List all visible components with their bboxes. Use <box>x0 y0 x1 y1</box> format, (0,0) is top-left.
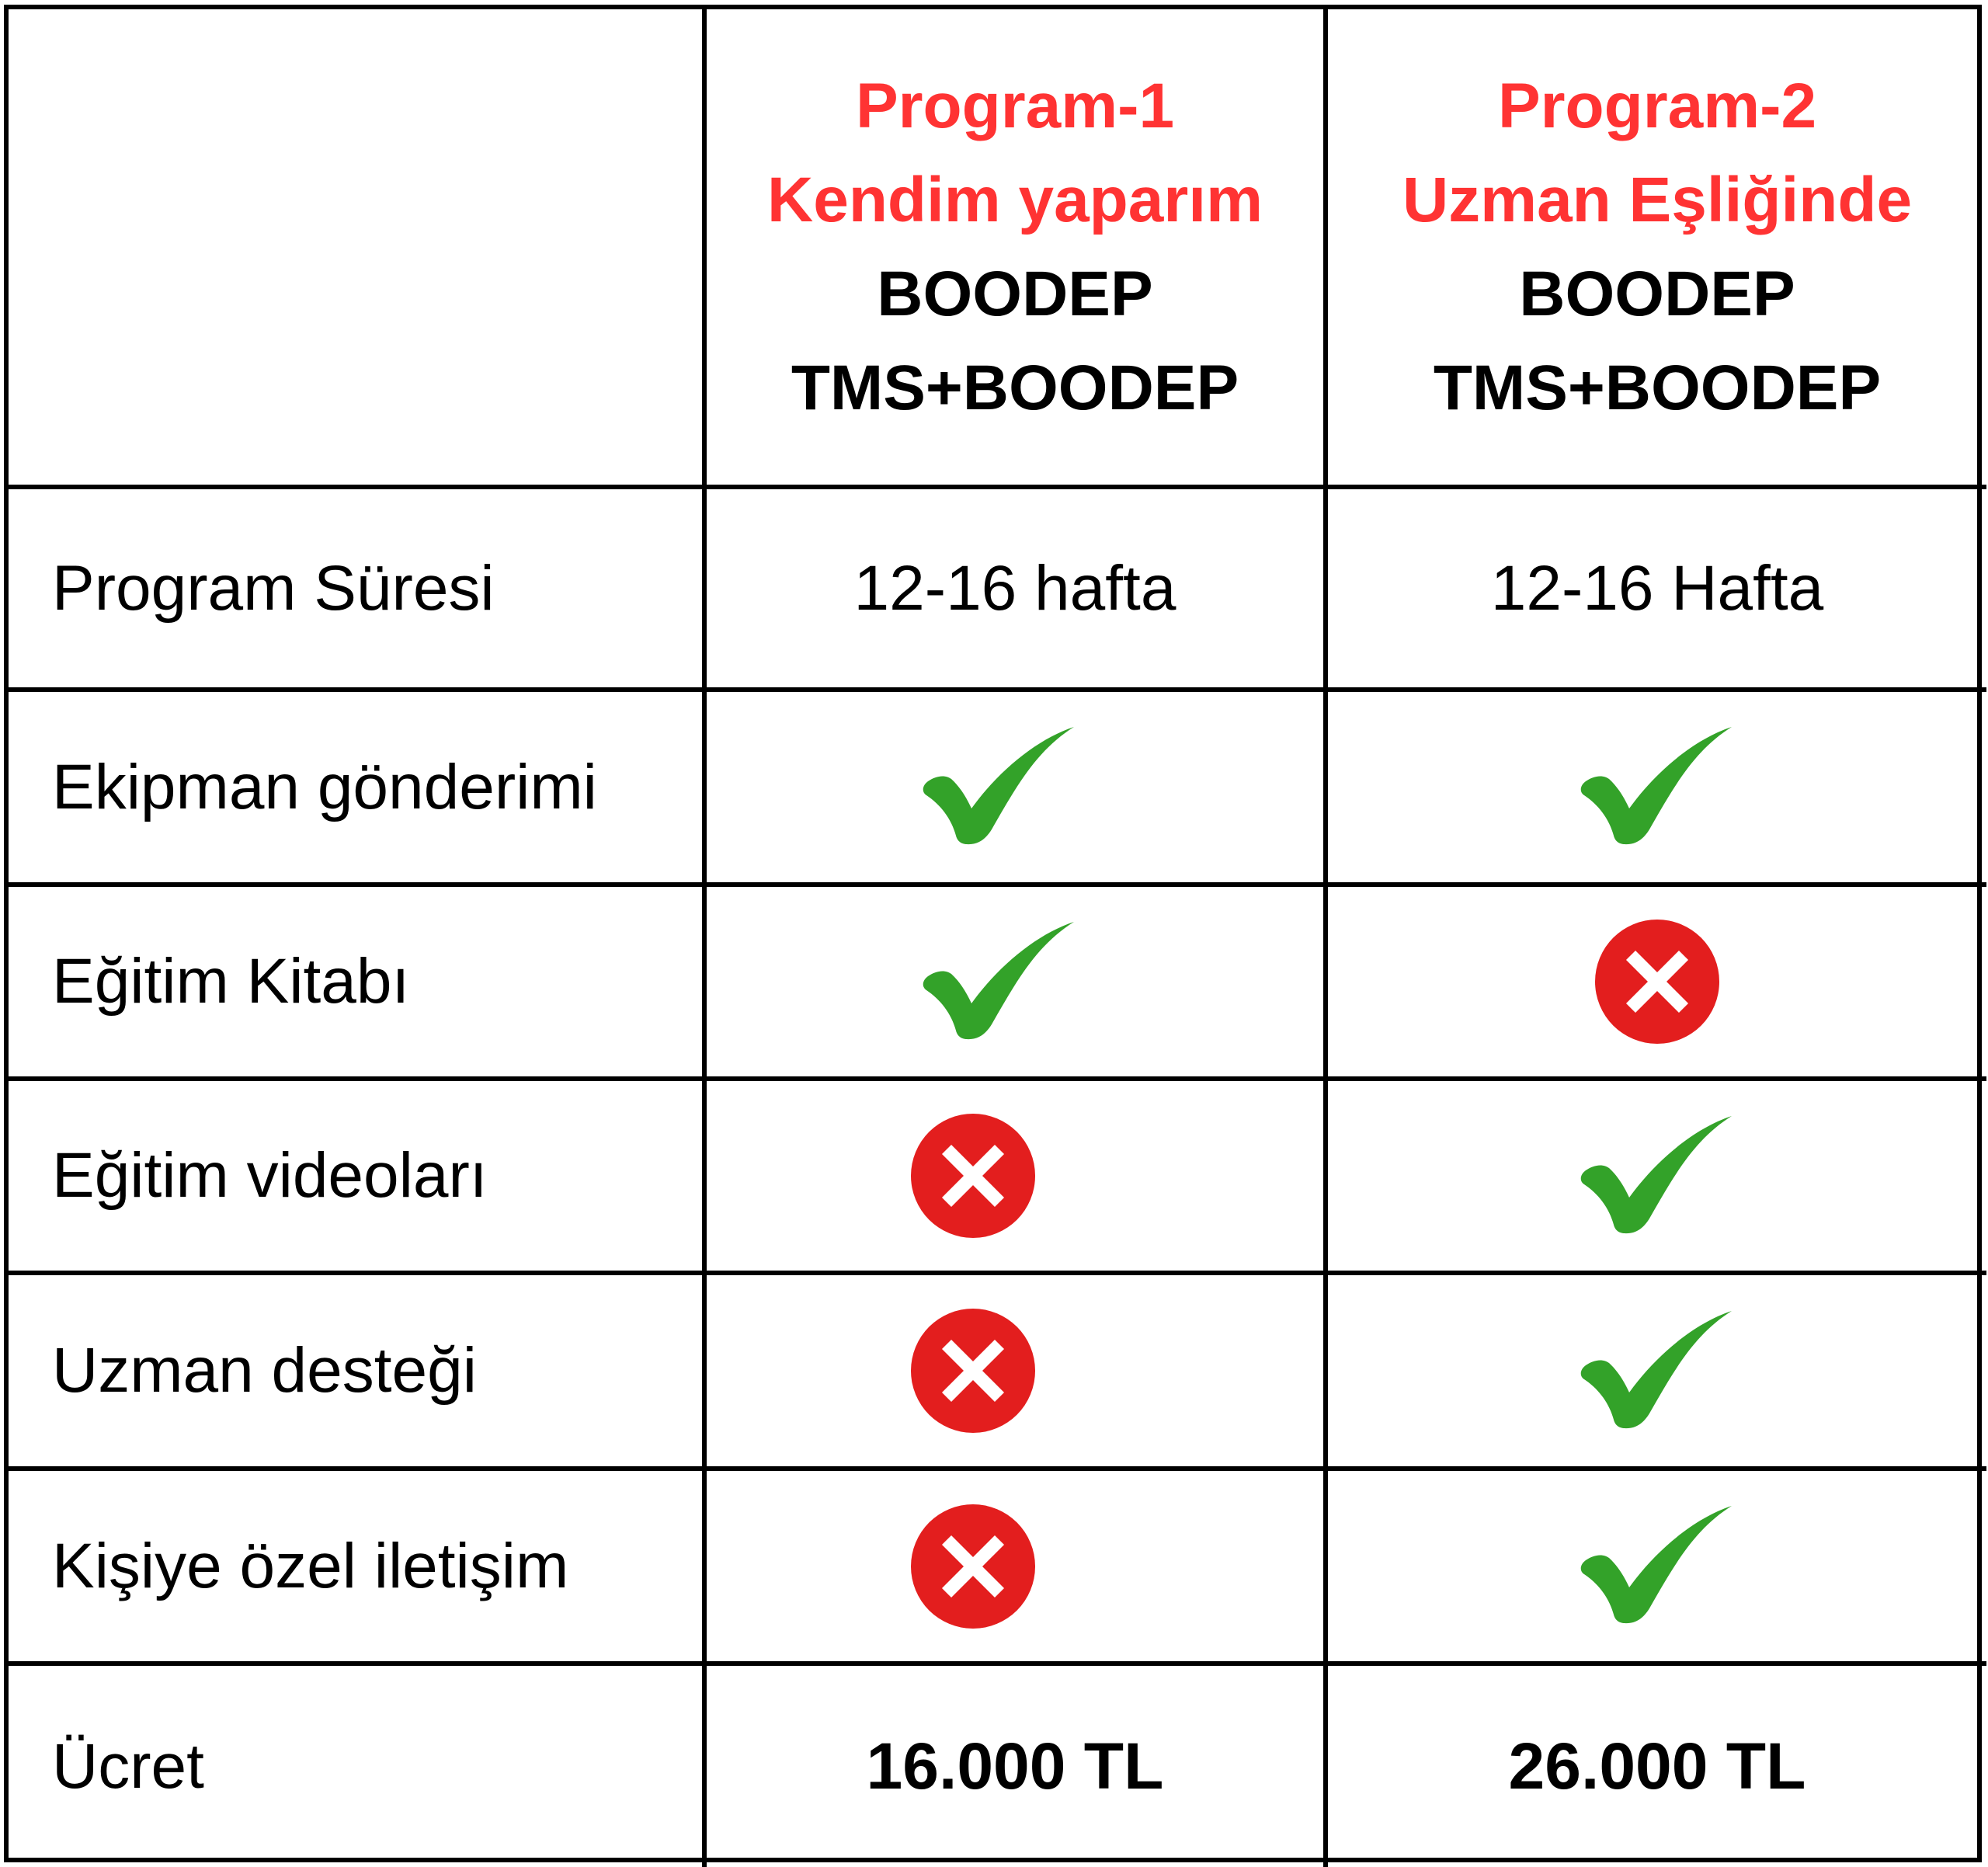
cell-program-2 <box>1328 1275 1986 1471</box>
row-label: Ücret <box>9 1666 707 1867</box>
comparison-table: Program-1 Kendim yaparım BOODEP TMS+BOOD… <box>4 5 1986 1867</box>
cross-icon <box>911 1114 1035 1238</box>
check-icon <box>923 727 1074 845</box>
cell-program-1 <box>707 1275 1328 1471</box>
program-1-line4: TMS+BOODEP <box>791 353 1239 423</box>
row-label: Eğitim videoları <box>9 1081 707 1275</box>
duration-value: 12-16 hafta <box>853 552 1176 624</box>
duration-value: 12-16 Hafta <box>1490 552 1824 624</box>
program-1-title: Program-1 <box>855 71 1175 141</box>
header-empty-cell <box>9 9 707 489</box>
cross-icon <box>911 1504 1035 1629</box>
cell-program-2: 26.000 TL <box>1328 1666 1986 1867</box>
program-2-subtitle: Uzman Eşliğinde <box>1402 165 1913 235</box>
cell-program-2 <box>1328 887 1986 1081</box>
cell-program-1 <box>707 887 1328 1081</box>
row-label: Uzman desteği <box>9 1275 707 1471</box>
price-value: 26.000 TL <box>1508 1730 1806 1803</box>
program-1-line3: BOODEP <box>877 259 1153 329</box>
cell-program-2 <box>1328 1471 1986 1666</box>
cell-program-1 <box>707 1471 1328 1666</box>
cell-program-1 <box>707 1081 1328 1275</box>
cell-program-1 <box>707 692 1328 887</box>
program-2-line4: TMS+BOODEP <box>1433 353 1882 423</box>
check-icon <box>923 921 1074 1039</box>
row-label: Eğitim Kitabı <box>9 887 707 1081</box>
check-icon <box>1580 1115 1732 1233</box>
cell-program-2: 12-16 Hafta <box>1328 489 1986 692</box>
cross-icon <box>1595 920 1719 1044</box>
row-label: Ekipman gönderimi <box>9 692 707 887</box>
header-program-2: Program-2 Uzman Eşliğinde BOODEP TMS+BOO… <box>1328 9 1986 489</box>
header-program-1: Program-1 Kendim yaparım BOODEP TMS+BOOD… <box>707 9 1328 489</box>
cell-program-1: 12-16 hafta <box>707 489 1328 692</box>
check-icon <box>1580 1310 1732 1428</box>
program-2-line3: BOODEP <box>1519 259 1795 329</box>
price-value: 16.000 TL <box>866 1730 1164 1803</box>
check-icon <box>1580 1506 1732 1624</box>
cell-program-2 <box>1328 1081 1986 1275</box>
cell-program-2 <box>1328 692 1986 887</box>
row-label: Program Süresi <box>9 489 707 692</box>
check-icon <box>1580 727 1732 845</box>
cell-program-1: 16.000 TL <box>707 1666 1328 1867</box>
row-label: Kişiye özel iletişim <box>9 1471 707 1666</box>
cross-icon <box>911 1309 1035 1433</box>
program-2-title: Program-2 <box>1497 71 1817 141</box>
program-1-subtitle: Kendim yaparım <box>767 165 1263 235</box>
